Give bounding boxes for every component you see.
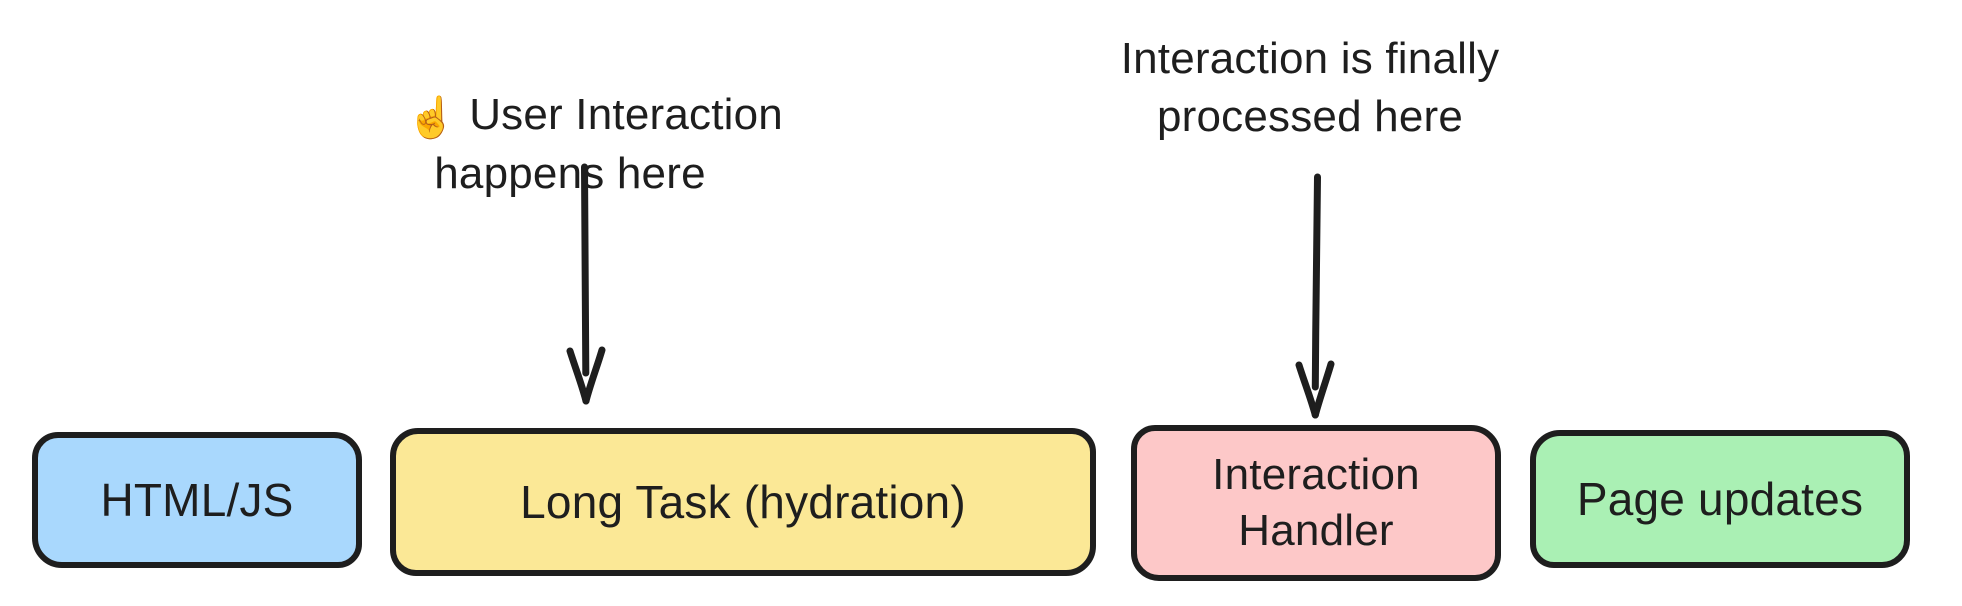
node-long-task[interactable]: Long Task (hydration)	[390, 428, 1096, 576]
node-page-updates[interactable]: Page updates	[1530, 430, 1910, 568]
node-interaction-handler[interactable]: Interaction Handler	[1131, 425, 1501, 581]
annotation-line-2: happens here	[434, 148, 706, 198]
arrow-to-interaction-handler-icon	[1295, 173, 1335, 419]
node-interaction-handler-label: Interaction Handler	[1212, 449, 1420, 555]
annotation-user-interaction-line1	[457, 90, 469, 139]
pointing-up-finger-icon: ☝️	[406, 96, 457, 141]
annotation-line-1: User Interaction	[469, 90, 783, 140]
node-html-js-label: HTML/JS	[100, 473, 294, 526]
annotation-processed-here: Interaction is finally processed here	[1090, 30, 1530, 146]
annotation-user-interaction-text: User Interaction happens here	[434, 90, 783, 198]
node-page-updates-label: Page updates	[1576, 472, 1864, 525]
arrow-to-long-task-icon	[566, 163, 606, 405]
annotation-line-1: Interaction is finally	[1120, 34, 1500, 83]
node-long-task-label: Long Task (hydration)	[520, 475, 966, 528]
annotation-user-interaction: ☝️ User Interaction happens here	[330, 28, 810, 261]
node-html-js[interactable]: HTML/JS	[32, 432, 362, 568]
annotation-line-2: processed here	[1156, 92, 1464, 142]
